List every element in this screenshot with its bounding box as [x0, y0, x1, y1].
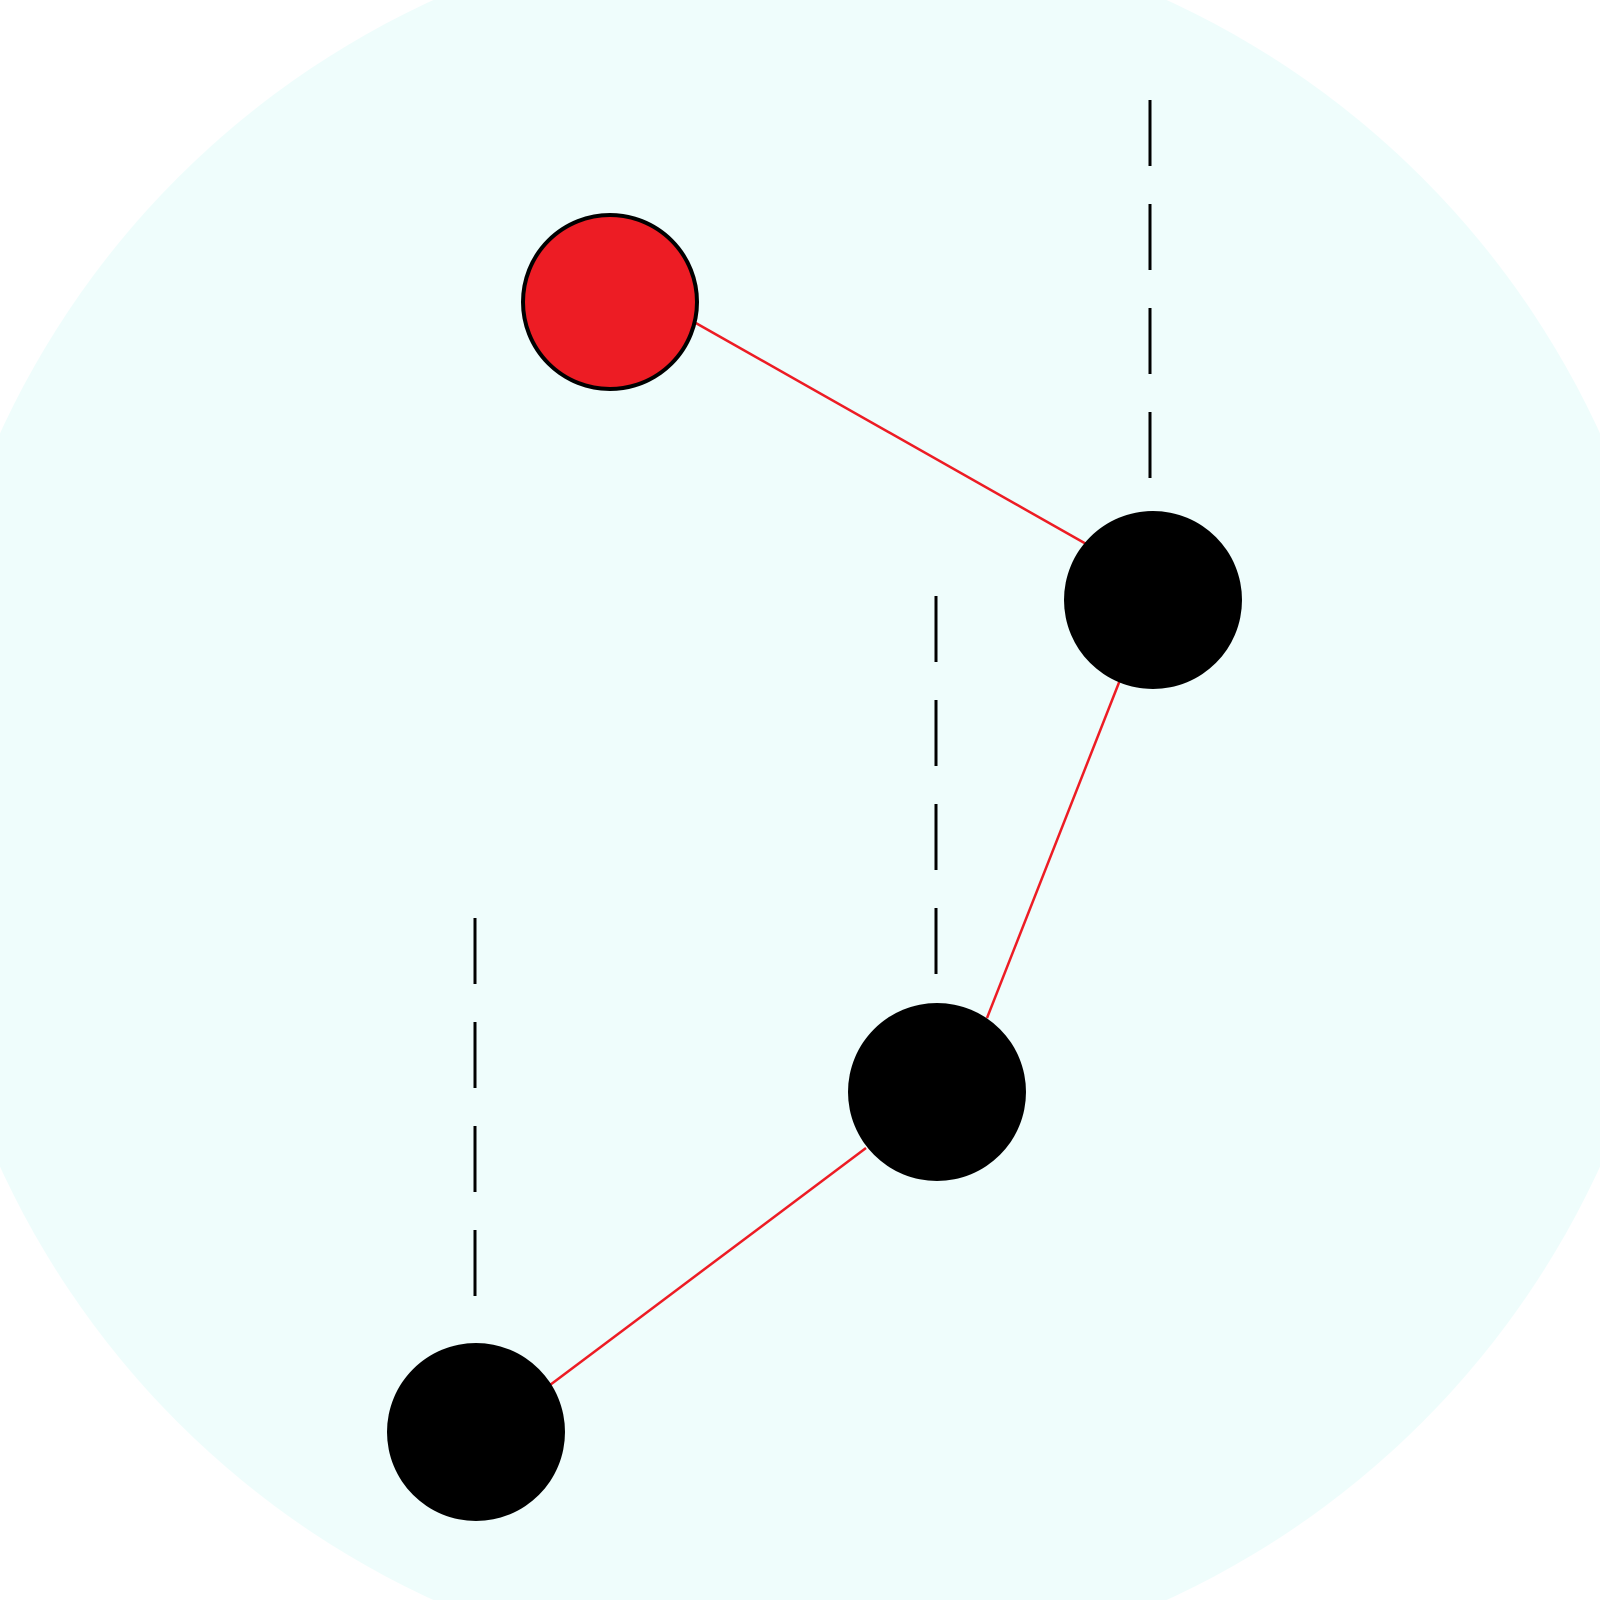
highlighted-node [521, 213, 699, 391]
node-4 [387, 1343, 565, 1521]
node-2 [1064, 511, 1242, 689]
edge-node-3-node-4 [549, 1147, 867, 1386]
edge-node-2-node-3 [985, 679, 1122, 1019]
node-3 [848, 1003, 1026, 1181]
edge-node-1-node-2 [693, 320, 1089, 547]
